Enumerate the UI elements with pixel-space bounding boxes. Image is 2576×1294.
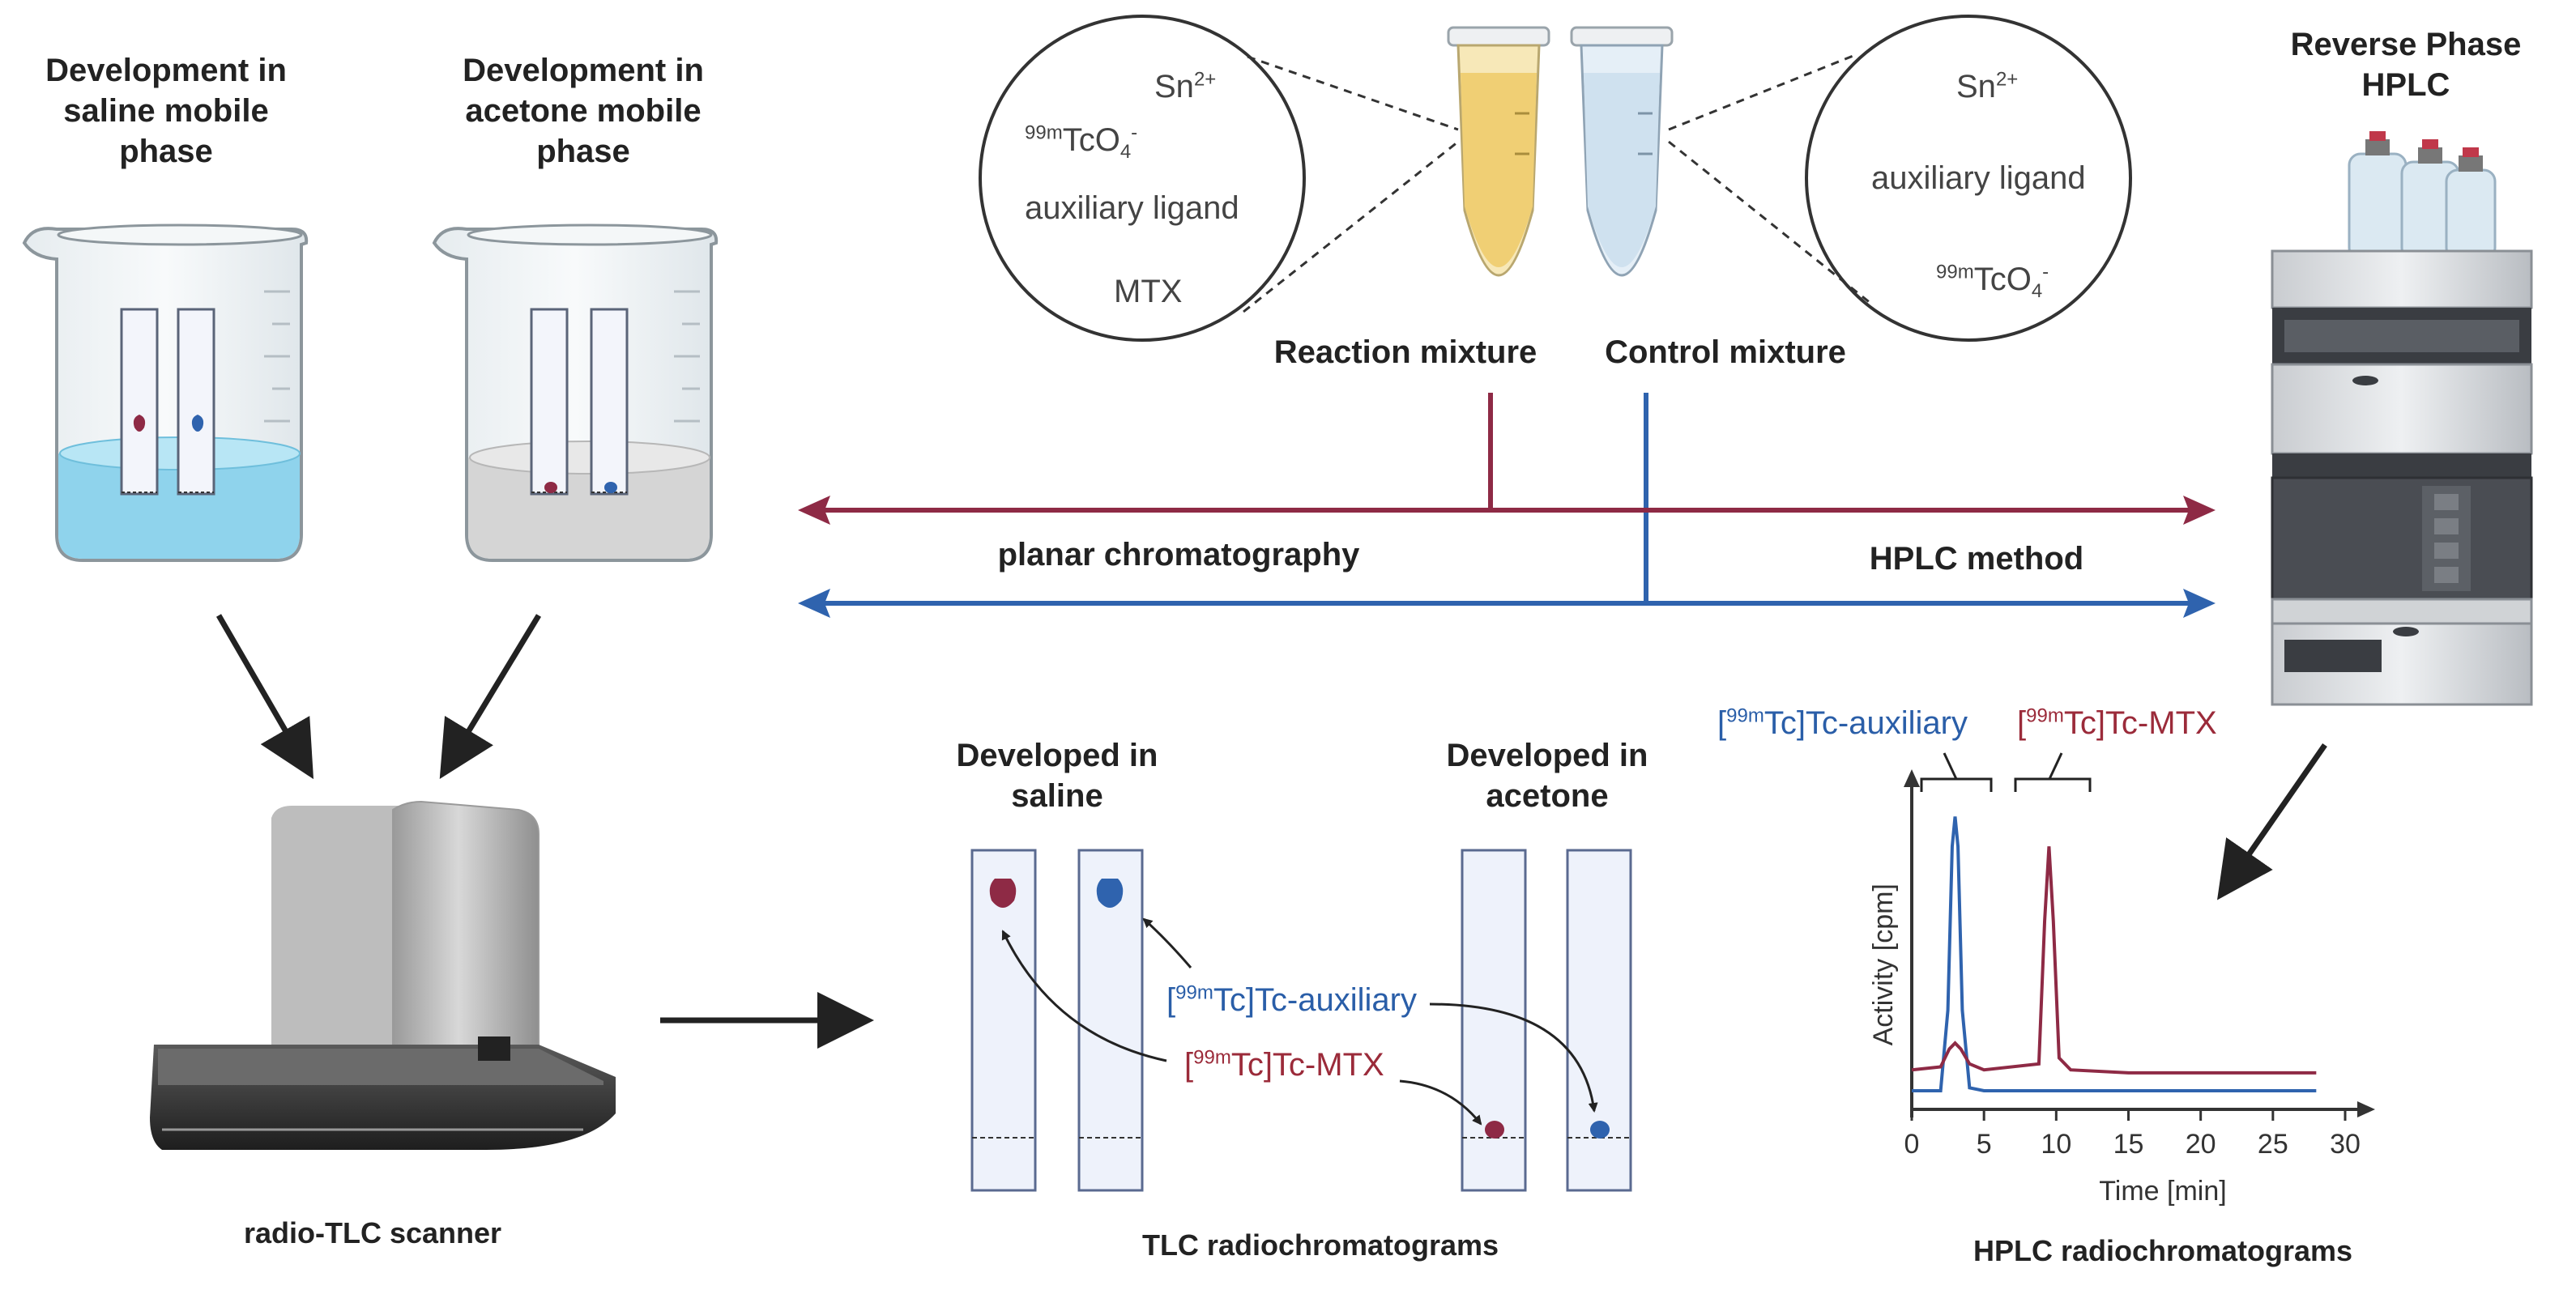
control-aux: auxiliary ligand (1871, 160, 2086, 196)
reaction-mtx: MTX (1114, 274, 1183, 309)
reaction-aux: auxiliary ligand (1025, 190, 1239, 226)
x-tick-label-25: 25 (2257, 1129, 2288, 1160)
hplc-caption: HPLC radiochromatograms (1973, 1234, 2353, 1267)
control-tube (1570, 26, 1674, 277)
hplc-chart (1904, 752, 2375, 1121)
reaction-tube (1447, 26, 1550, 277)
reaction-mixture-label: Reaction mixture (1273, 334, 1537, 370)
reaction-circle (979, 15, 1459, 342)
acetone-aux-spot (1590, 1121, 1610, 1139)
chart-x-label: Time [min] (2099, 1176, 2227, 1207)
chart-aux-label: [99mTc]Tc-auxiliary (1717, 704, 1968, 741)
method-arrows (798, 393, 2216, 618)
series-mtx-line (1911, 846, 2317, 1075)
x-tick-label-0: 0 (1904, 1129, 1920, 1160)
hplc-instrument (2271, 131, 2533, 706)
tlc-strips (970, 849, 1632, 1192)
acetone-beaker (432, 223, 719, 562)
control-mixture-label: Control mixture (1605, 334, 1846, 370)
chart-x-ticks (1910, 1109, 2347, 1121)
hplc-method-label: HPLC method (1869, 541, 2084, 577)
arrow-saline-to-scanner (215, 614, 314, 780)
reaction-tco4: 99mTcO4- (1025, 121, 1138, 163)
tlc-aux-label: [99mTc]Tc-auxiliary (1166, 981, 1417, 1018)
chart-y-label: Activity [cpm] (1867, 883, 1899, 1046)
chart-mtx-label: [99mTc]Tc-MTX (2017, 704, 2217, 741)
arrow-acetone-to-scanner (439, 614, 541, 779)
saline-mtx-spot (989, 879, 1017, 908)
x-tick-label-15: 15 (2113, 1129, 2144, 1160)
x-tick-label-5: 5 (1976, 1129, 1992, 1160)
reaction-sn: Sn2+ (1154, 68, 1217, 104)
x-tick-label-10: 10 (2041, 1129, 2072, 1160)
x-tick-label-20: 20 (2185, 1129, 2216, 1160)
planar-chromatography-label: planar chromatography (997, 537, 1360, 573)
tlc-caption: TLC radiochromatograms (1141, 1228, 1499, 1262)
control-circle (1668, 15, 2132, 342)
scanner-caption: radio-TLC scanner (243, 1216, 502, 1249)
acetone-mtx-spot (1485, 1121, 1504, 1139)
saline-aux-spot (1096, 879, 1124, 908)
x-tick-label-30: 30 (2330, 1129, 2361, 1160)
arrow-hplc-to-chart (2217, 743, 2327, 900)
series-auxiliary-line (1912, 816, 2317, 1092)
tlc-mtx-label: [99mTc]Tc-MTX (1184, 1046, 1384, 1083)
radio-tlc-scanner (150, 800, 616, 1150)
control-tco4: 99mTcO4- (1936, 261, 2049, 302)
control-sn: Sn2+ (1956, 68, 2019, 104)
saline-beaker (22, 223, 309, 562)
